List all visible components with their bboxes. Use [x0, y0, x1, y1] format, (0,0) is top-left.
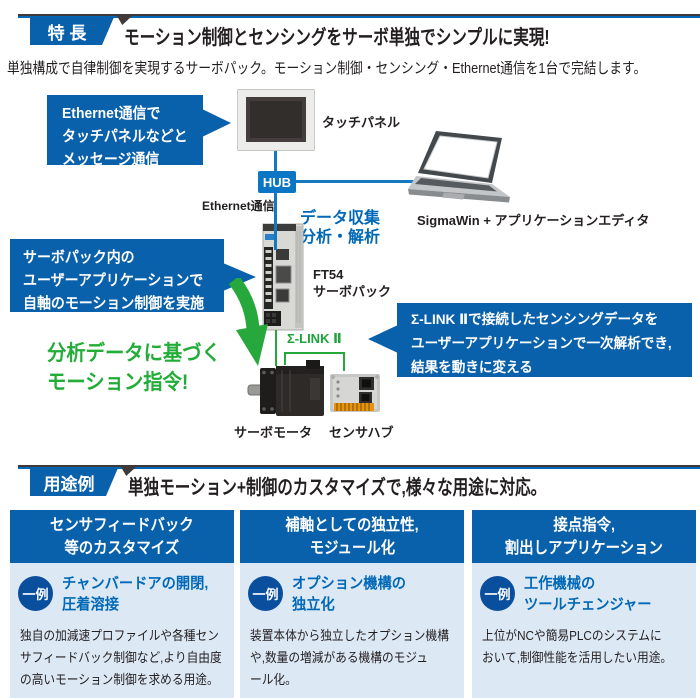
servo-motor-image — [247, 360, 324, 416]
card-header: 接点指令, 割出しアプリケーション — [472, 510, 696, 563]
ethernet-callout-arrow — [202, 109, 231, 137]
card-example: チャンバードアの開閉, 圧着溶接 — [62, 575, 209, 613]
data-collect-note: データ収集 分析・解析 — [300, 210, 381, 246]
card-example: 工作機械の ツールチェンジャー — [524, 575, 652, 613]
servopack-callout-line: ユーザーアプリケーションで — [23, 272, 204, 289]
sigma-link-line — [275, 330, 277, 366]
servopack-label: FT54 サーボパック — [313, 267, 392, 299]
applications-tag: 用途例 — [30, 468, 118, 496]
sigma-link-callout-line: 結果を動きに変える — [411, 359, 533, 375]
motion-command-arrow — [228, 278, 268, 366]
touch-panel-image — [237, 89, 315, 151]
card-body: 一例 オプション機構の 独立化 装置本体から独立したオプション機構 や,数量の増… — [240, 563, 464, 698]
touch-panel-label: タッチパネル — [322, 115, 401, 130]
features-tag: 特 長 — [30, 17, 114, 45]
ethernet-line-vertical — [274, 151, 277, 250]
sigma-link-callout: Σ-LINK Ⅱで接続したセンシングデータを ユーザーアプリケーションで一次解析… — [397, 303, 692, 377]
example-badge: 一例 — [248, 576, 283, 611]
ethernet-callout-line: メッセージ通信 — [62, 151, 160, 168]
card-description: 独自の加減速プロファイルや各種セン サフィードバック制御など,より自由度 の高い… — [20, 628, 222, 687]
servopack-image — [262, 223, 304, 331]
application-card: センサフィードバック 等のカスタマイズ 一例 チャンバードアの開閉, 圧着溶接 … — [10, 510, 234, 698]
ethernet-callout: Ethernet通信で タッチパネルなどと メッセージ通信 — [47, 95, 203, 168]
sigma-link-line — [284, 352, 345, 354]
servopack-callout-line: サーボパック内の — [23, 249, 135, 266]
card-header: センサフィードバック 等のカスタマイズ — [10, 510, 234, 563]
applications-rule — [18, 465, 700, 469]
applications-wedge — [121, 467, 136, 476]
features-rule — [18, 14, 700, 18]
application-card: 接点指令, 割出しアプリケーション 一例 工作機械の ツールチェンジャー 上位が… — [472, 510, 696, 698]
hub-badge: HUB — [258, 171, 296, 193]
card-description: 装置本体から独立したオプション機構 や,数量の増減がある機構のモジュ ール化。 — [250, 628, 449, 687]
features-tag-label: 特 長 — [47, 23, 87, 43]
laptop-image — [408, 131, 510, 203]
example-badge: 一例 — [480, 576, 515, 611]
sensor-hub-label: センサハブ — [329, 425, 394, 440]
sigma-link-line — [343, 352, 345, 371]
ethernet-callout-line: タッチパネルなどと — [62, 128, 188, 145]
applications-tag-label: 用途例 — [43, 474, 95, 494]
servopack-callout: サーボパック内の ユーザーアプリケーションで 自軸のモーション制御を実施 — [10, 239, 224, 312]
sigma-link-callout-line: Σ-LINK Ⅱで接続したセンシングデータを — [411, 311, 659, 327]
card-body: 一例 工作機械の ツールチェンジャー 上位がNCや簡易PLCのシステムに おいて… — [472, 563, 696, 698]
features-wedge — [117, 16, 132, 25]
features-title: モーション制御とセンシングをサーボ単独でシンプルに実現! — [124, 27, 550, 49]
ethernet-line-label: Ethernet通信 — [202, 199, 275, 213]
card-description: 上位がNCや簡易PLCのシステムに おいて,制御性能を活用したい用途。 — [482, 628, 673, 665]
servopack-callout-line: 自軸のモーション制御を実施 — [23, 295, 205, 312]
ethernet-line-horizontal — [296, 180, 428, 183]
servo-motor-label: サーボモータ — [234, 425, 313, 440]
card-example: オプション機構の 独立化 — [292, 575, 407, 613]
sigma-link-callout-arrow — [368, 325, 398, 353]
card-header: 補軸としての独立性, モジュール化 — [240, 510, 464, 563]
application-card: 補軸としての独立性, モジュール化 一例 オプション機構の 独立化 装置本体から… — [240, 510, 464, 698]
sensor-hub-image — [330, 374, 380, 412]
example-badge: 一例 — [18, 576, 53, 611]
green-note-line1: 分析データに基づく — [47, 342, 221, 365]
green-note-line2: モーション指令! — [47, 371, 189, 394]
sigma-link-line — [284, 352, 286, 365]
touch-panel-screen — [246, 97, 306, 142]
laptop-label: SigmaWin + アプリケーションエディタ — [417, 213, 650, 228]
card-body: 一例 チャンバードアの開閉, 圧着溶接 独自の加減速プロファイルや各種セン サフ… — [10, 563, 234, 698]
sigma-link-label: Σ-LINK Ⅱ — [287, 331, 342, 346]
sigma-link-callout-line: ユーザーアプリケーションで一次解析でき, — [411, 335, 672, 351]
features-subtitle: 単独構成で自律制御を実現するサーボパック。モーション制御・センシング・Ether… — [7, 60, 647, 77]
applications-title: 単独モーション+制御のカスタマイズで,様々な用途に対応。 — [128, 477, 547, 499]
ethernet-callout-line: Ethernet通信で — [62, 105, 161, 122]
